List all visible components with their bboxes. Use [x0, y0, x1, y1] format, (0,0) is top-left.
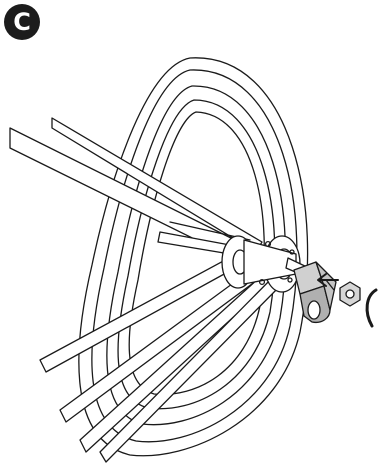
rotation-mark-icon	[367, 290, 376, 326]
step-badge: C	[4, 4, 40, 40]
hex-nut	[340, 282, 360, 306]
step-label: C	[13, 10, 31, 34]
